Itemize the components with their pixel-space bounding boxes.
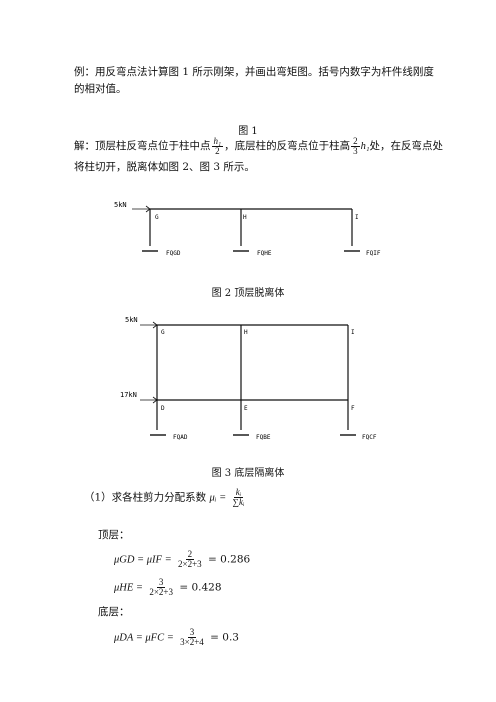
shear-label: FQHE (257, 250, 272, 257)
bottom-floor-label: 底层： (98, 606, 130, 618)
node-label: H (243, 214, 247, 221)
load-label: 5kN (114, 201, 127, 209)
fraction-numerator: 2 (185, 549, 195, 560)
solution-text-4: 将柱切开，脱离体如图 2、图 3 所示。 (74, 161, 255, 173)
figure-1-caption: 图 1 (238, 126, 258, 137)
equation-result: = 0.286 (208, 553, 251, 566)
node-label: E (244, 405, 248, 412)
equation-result: = 0.3 (210, 631, 239, 644)
equation-lhs: μDA = μFC = (114, 632, 174, 644)
shear-label: FQCF (362, 434, 377, 441)
node-label: I (351, 329, 355, 336)
fraction-numerator: 3 (156, 577, 166, 588)
node-label: G (155, 214, 159, 221)
fraction-denominator: 3 (353, 145, 358, 156)
equation-lhs: μGD = μIF = (114, 554, 172, 566)
fraction-numerator: kᵢ (233, 487, 244, 498)
fraction-denominator: 2×2+3 (149, 587, 173, 597)
fraction-numerator: 3 (187, 627, 197, 638)
node-label: I (355, 214, 359, 221)
equation-lhs: μHE = (114, 582, 143, 594)
node-label: H (244, 329, 248, 336)
solution-text-2: ，底层柱的反弯点位于柱高 (224, 140, 351, 152)
top-floor-label: 顶层： (98, 529, 130, 541)
intro-paragraph: 例：用反弯点法计算图 1 所示刚架，并画出弯矩图。括号内数字为杆件线刚度的相对值… (74, 66, 434, 95)
step-1-heading: （1）求各柱剪力分配系数 μᵢ = kᵢ∑kᵢ (84, 488, 247, 507)
node-label: D (161, 405, 165, 412)
fraction-denominator: ∑kᵢ (232, 497, 245, 507)
step-1-label: （1）求各柱剪力分配系数 (84, 491, 207, 504)
figure-2-caption: 图 2 顶层脱离体 (211, 288, 285, 299)
load-label-mid: 17kN (120, 391, 137, 399)
shear-label: FQGD (166, 250, 181, 257)
load-label-top: 5kN (125, 316, 138, 324)
fraction-denominator: 3×2+4 (180, 637, 204, 647)
node-label: F (351, 405, 355, 412)
shear-label: FQIF (366, 250, 381, 257)
formula-fraction: kᵢ∑kᵢ (231, 488, 247, 507)
figure-2-diagram: 5kN G H I FQGD FQHE FQIF (114, 201, 381, 257)
shear-label: FQAD (173, 434, 188, 441)
fraction-denominator: 2 (215, 145, 220, 156)
h1-symbol: h₁ (360, 141, 370, 152)
equation-result: = 0.428 (179, 581, 222, 594)
fraction-numerator: 2 (351, 135, 360, 147)
figure-3-diagram: 5kN 17kN G H I D E F FQAD FQBE FQCF (120, 316, 377, 441)
node-label: G (161, 329, 165, 336)
solution-text-1: 解：顶层柱反弯点位于柱中点 (74, 140, 211, 152)
fraction-numerator: h₁ (211, 135, 224, 147)
fraction-denominator: 2×2+3 (178, 559, 202, 569)
figure-3-caption: 图 3 底层隔离体 (211, 468, 285, 479)
solution-text-3: 处，在反弯点处 (369, 140, 444, 152)
shear-label: FQBE (256, 434, 271, 441)
formula-lhs: μᵢ = (209, 492, 227, 504)
